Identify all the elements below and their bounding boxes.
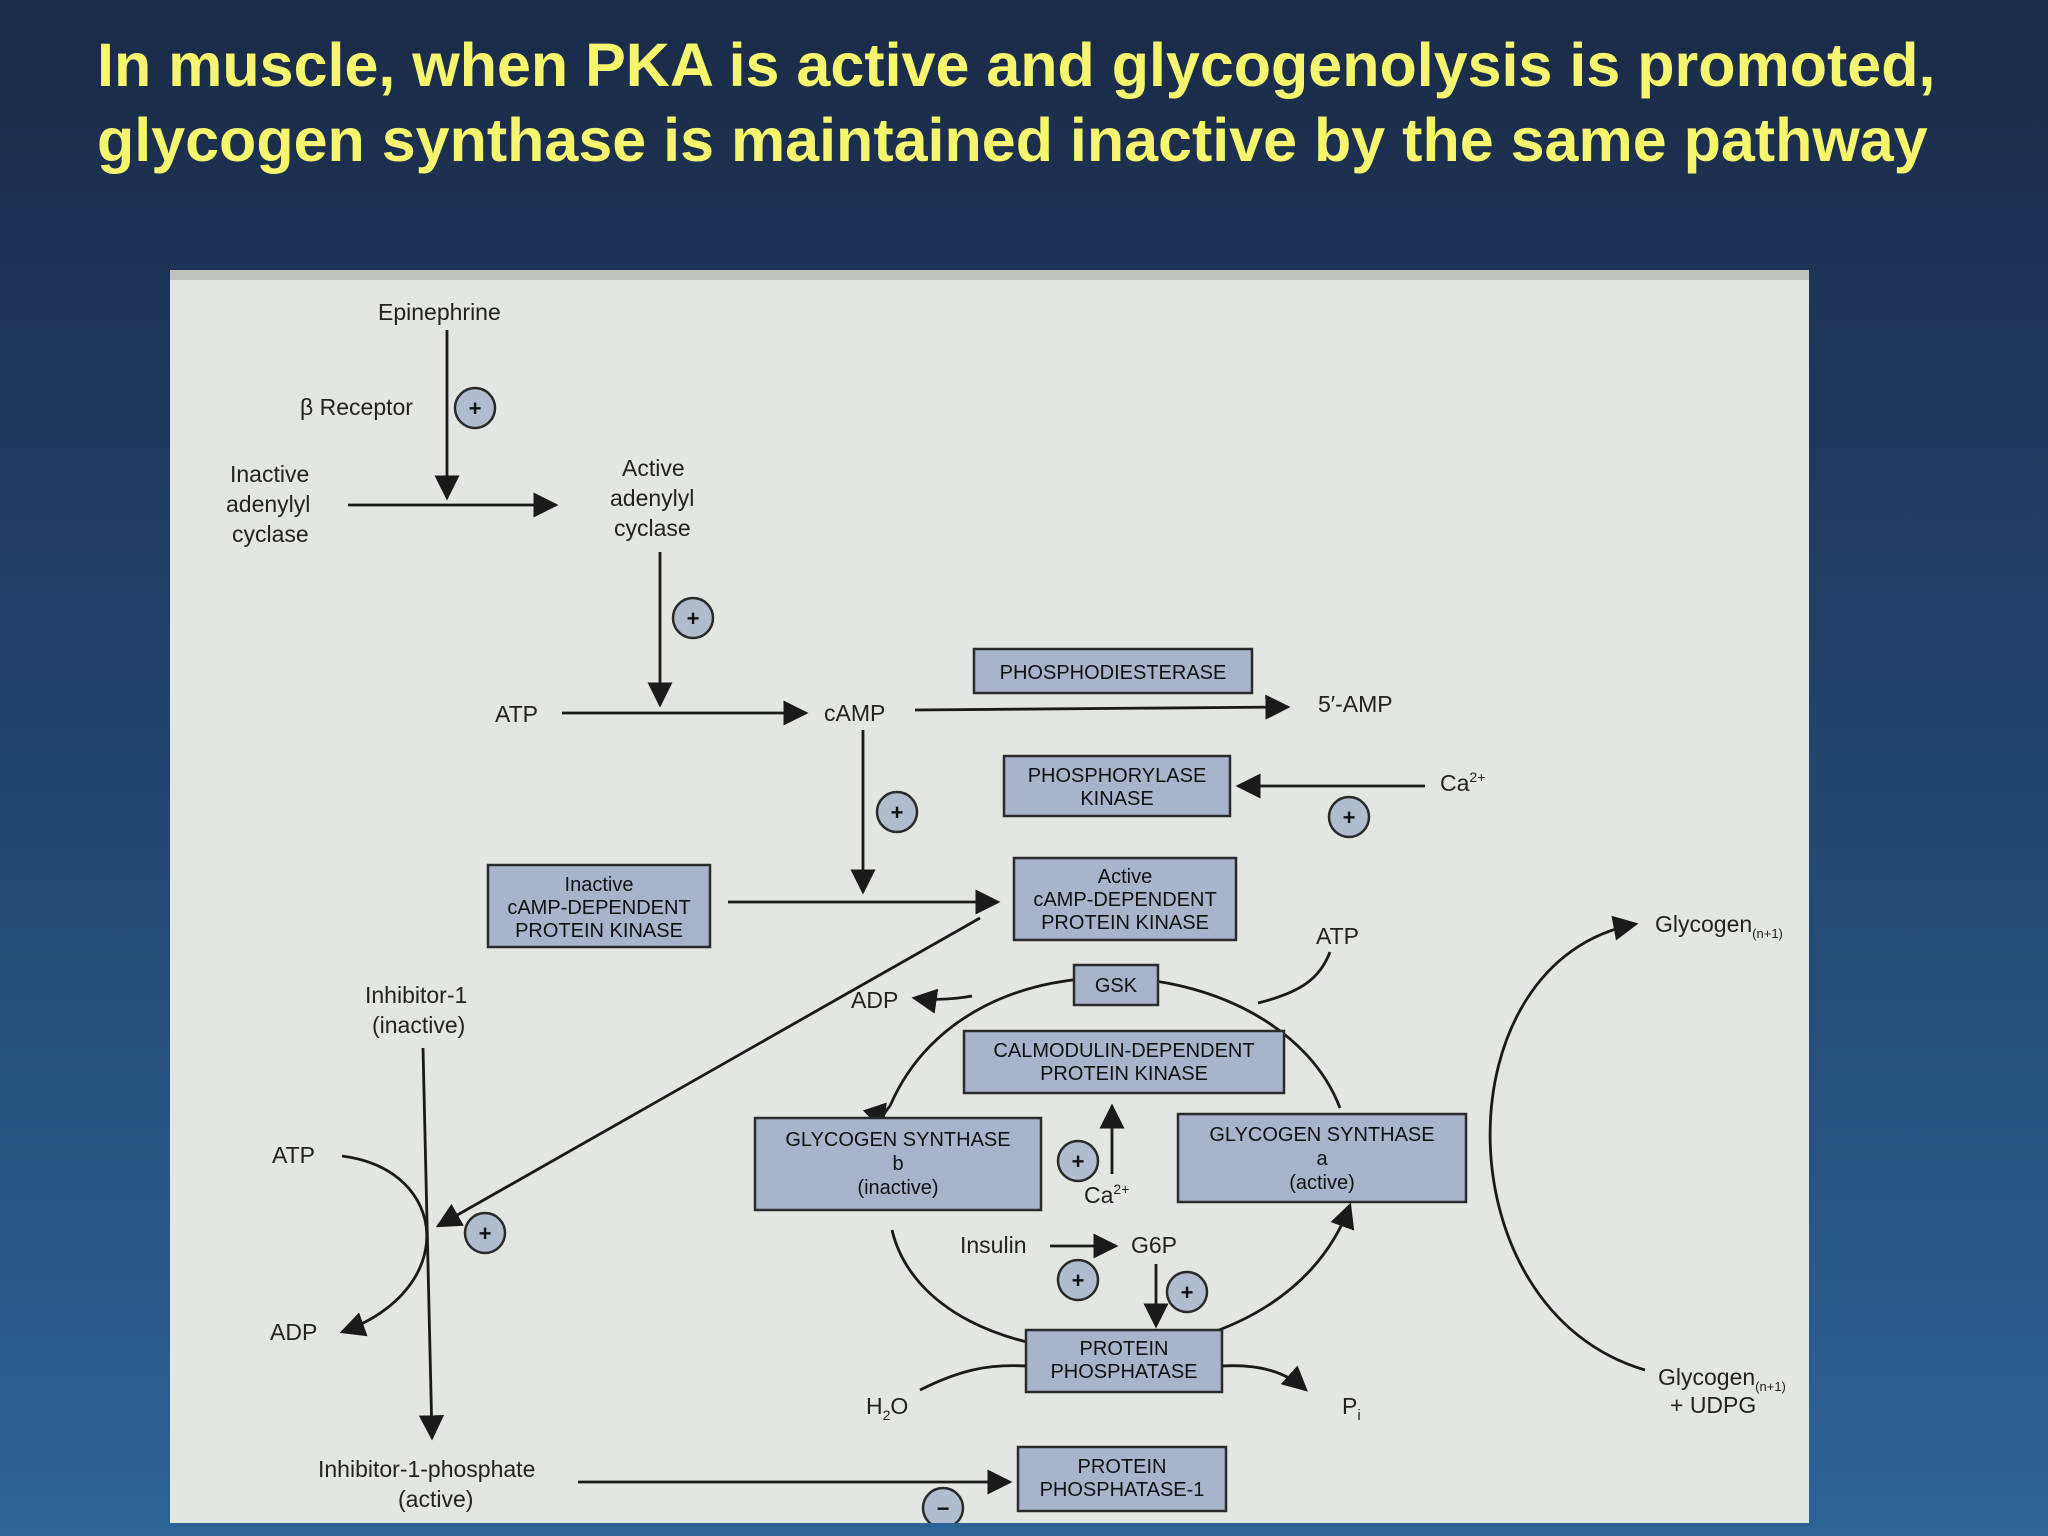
glycogen-synthase-b-box: GLYCOGEN SYNTHASE b (inactive) [753,1116,1043,1212]
active-adenylyl-cyclase-label: Active [622,455,685,481]
svg-text:cAMP-DEPENDENT: cAMP-DEPENDENT [1033,889,1216,911]
5-amp-label: 5′-AMP [1318,691,1393,717]
glycogen-synthase-a-box: GLYCOGEN SYNTHASE a (active) [1176,1112,1468,1204]
pka-to-inhibitor1-arrow [435,916,981,1228]
plus-sign: + [1165,1270,1209,1314]
svg-text:GSK: GSK [1095,975,1138,997]
svg-text:(inactive): (inactive) [857,1177,938,1199]
minus-sign: − [921,1486,965,1523]
pi-release-arrow [1221,1364,1308,1392]
svg-text:−: − [937,1496,950,1521]
svg-text:+: + [1343,805,1356,830]
svg-text:+: + [1072,1268,1085,1293]
pathway-diagram: Epinephrine β Receptor + Inactive adenyl… [170,270,1809,1523]
svg-text:PHOSPHORYLASE: PHOSPHORYLASE [1028,765,1207,787]
inhibitor1-phosphate-label: Inhibitor-1-phosphate [318,1456,535,1482]
svg-text:+: + [687,606,700,631]
active-adenylyl-cyclase-label: adenylyl [610,485,694,511]
svg-text:+: + [1072,1149,1085,1174]
active-pka-box: Active cAMP-DEPENDENT PROTEIN KINASE [1012,856,1238,942]
inactive-pka-box: Inactive cAMP-DEPENDENT PROTEIN KINASE [486,863,712,949]
svg-text:PROTEIN KINASE: PROTEIN KINASE [1040,1063,1208,1085]
water-input-arrow [919,1364,1027,1392]
svg-text:b: b [892,1153,903,1175]
plus-sign: + [453,386,497,430]
atp-adp-arrow [339,1154,429,1337]
svg-text:PROTEIN: PROTEIN [1078,1456,1167,1478]
svg-text:GLYCOGEN SYNTHASE: GLYCOGEN SYNTHASE [1209,1124,1434,1146]
adp-release-arrow [911,988,973,1014]
active-adenylyl-cyclase-label: cyclase [614,515,691,541]
svg-text:Inactive: Inactive [565,874,634,896]
svg-text:+: + [469,396,482,421]
svg-text:PHOSPHATASE: PHOSPHATASE [1050,1361,1197,1383]
h2o-label: H2O [866,1393,908,1423]
glycogen-substrate-label: Glycogen(n+1) [1658,1364,1786,1394]
svg-text:PHOSPHATASE-1: PHOSPHATASE-1 [1040,1479,1205,1501]
gsk-box: GSK [1072,963,1160,1007]
glycogen-synthesis-arrow [1488,915,1646,1372]
phosphorylase-kinase-box: PHOSPHORYLASE KINASE [1002,754,1232,818]
beta-receptor-label: β Receptor [300,394,413,420]
svg-text:a: a [1316,1148,1328,1170]
plus-sign: + [1327,795,1371,839]
svg-text:PROTEIN: PROTEIN [1080,1338,1169,1360]
inactive-adenylyl-cyclase-label: cyclase [232,521,309,547]
calmodulin-kinase-box: CALMODULIN-DEPENDENT PROTEIN KINASE [962,1029,1286,1095]
svg-text:PHOSPHODIESTERASE: PHOSPHODIESTERASE [1000,662,1227,684]
svg-text:Active: Active [1098,866,1152,888]
insulin-label: Insulin [960,1232,1026,1258]
svg-text:(active): (active) [1289,1172,1355,1194]
svg-text:cAMP-DEPENDENT: cAMP-DEPENDENT [507,897,690,919]
ca-label: Ca2+ [1084,1181,1129,1208]
pi-label: Pi [1342,1393,1361,1424]
inhibitor1-phosphate-label: (active) [398,1486,473,1512]
protein-phosphatase-1-box: PROTEIN PHOSPHATASE-1 [1016,1445,1228,1513]
svg-text:CALMODULIN-DEPENDENT: CALMODULIN-DEPENDENT [993,1040,1254,1062]
svg-text:PROTEIN KINASE: PROTEIN KINASE [1041,912,1209,934]
plus-sign: + [671,596,715,640]
plus-sign: + [875,790,919,834]
svg-text:+: + [479,1221,492,1246]
camp-label: cAMP [824,700,885,726]
ca-label: Ca2+ [1440,769,1485,796]
svg-text:+: + [891,800,904,825]
atp-label: ATP [1316,923,1359,949]
phosphodiesterase-box: PHOSPHODIESTERASE [972,647,1254,695]
epinephrine-label: Epinephrine [378,299,501,325]
inactive-adenylyl-cyclase-label: Inactive [230,461,309,487]
adp-label: ADP [270,1319,317,1345]
slide-title: In muscle, when PKA is active and glycog… [97,31,1936,174]
atp-label: ATP [495,701,538,727]
svg-text:GLYCOGEN SYNTHASE: GLYCOGEN SYNTHASE [785,1129,1010,1151]
svg-text:+: + [1181,1280,1194,1305]
inhibitor1-inactive-label: (inactive) [372,1012,465,1038]
inactive-adenylyl-cyclase-label: adenylyl [226,491,310,517]
protein-phosphatase-box: PROTEIN PHOSPHATASE [1024,1328,1224,1394]
adp-label: ADP [851,987,898,1013]
inhibitor1-inactive-label: Inhibitor-1 [365,982,467,1008]
atp-label: ATP [272,1142,315,1168]
udpg-label: + UDPG [1670,1392,1756,1418]
camp-to-5amp-arrow [914,694,1291,720]
atp-input-arrow [1257,951,1332,1005]
svg-text:KINASE: KINASE [1080,788,1153,810]
plus-sign: + [1056,1258,1100,1302]
glycogen-product-label: Glycogen(n+1) [1655,911,1783,941]
g6p-label: G6P [1131,1232,1177,1258]
svg-text:PROTEIN KINASE: PROTEIN KINASE [515,920,683,942]
plus-sign: + [463,1211,507,1255]
pathway-svg: Epinephrine β Receptor + Inactive adenyl… [226,299,1786,1523]
plus-sign: + [1056,1139,1100,1183]
